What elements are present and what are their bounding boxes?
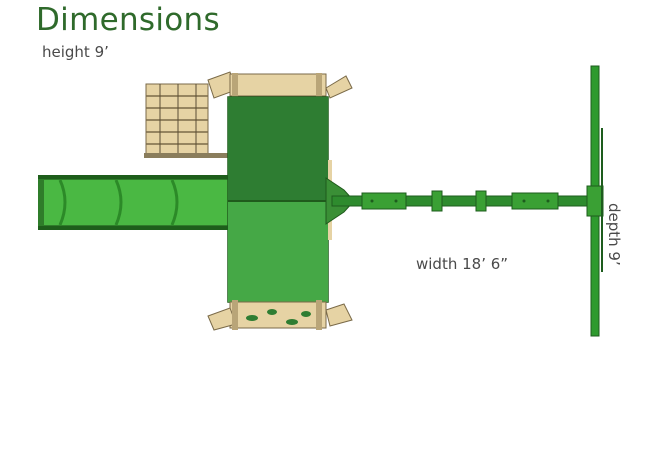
roof bbox=[227, 96, 332, 303]
bottom-wood-frame bbox=[207, 300, 353, 331]
ladder bbox=[144, 83, 230, 158]
depth-label: depth 9’ bbox=[605, 203, 623, 266]
height-label: height 9’ bbox=[42, 43, 109, 61]
top-wood-frame bbox=[207, 71, 353, 99]
slide bbox=[38, 175, 230, 230]
page-title: Dimensions bbox=[36, 2, 220, 38]
a-frame-leg bbox=[586, 65, 604, 337]
swing-beam bbox=[331, 190, 595, 212]
width-label: width 18’ 6” bbox=[416, 255, 509, 273]
